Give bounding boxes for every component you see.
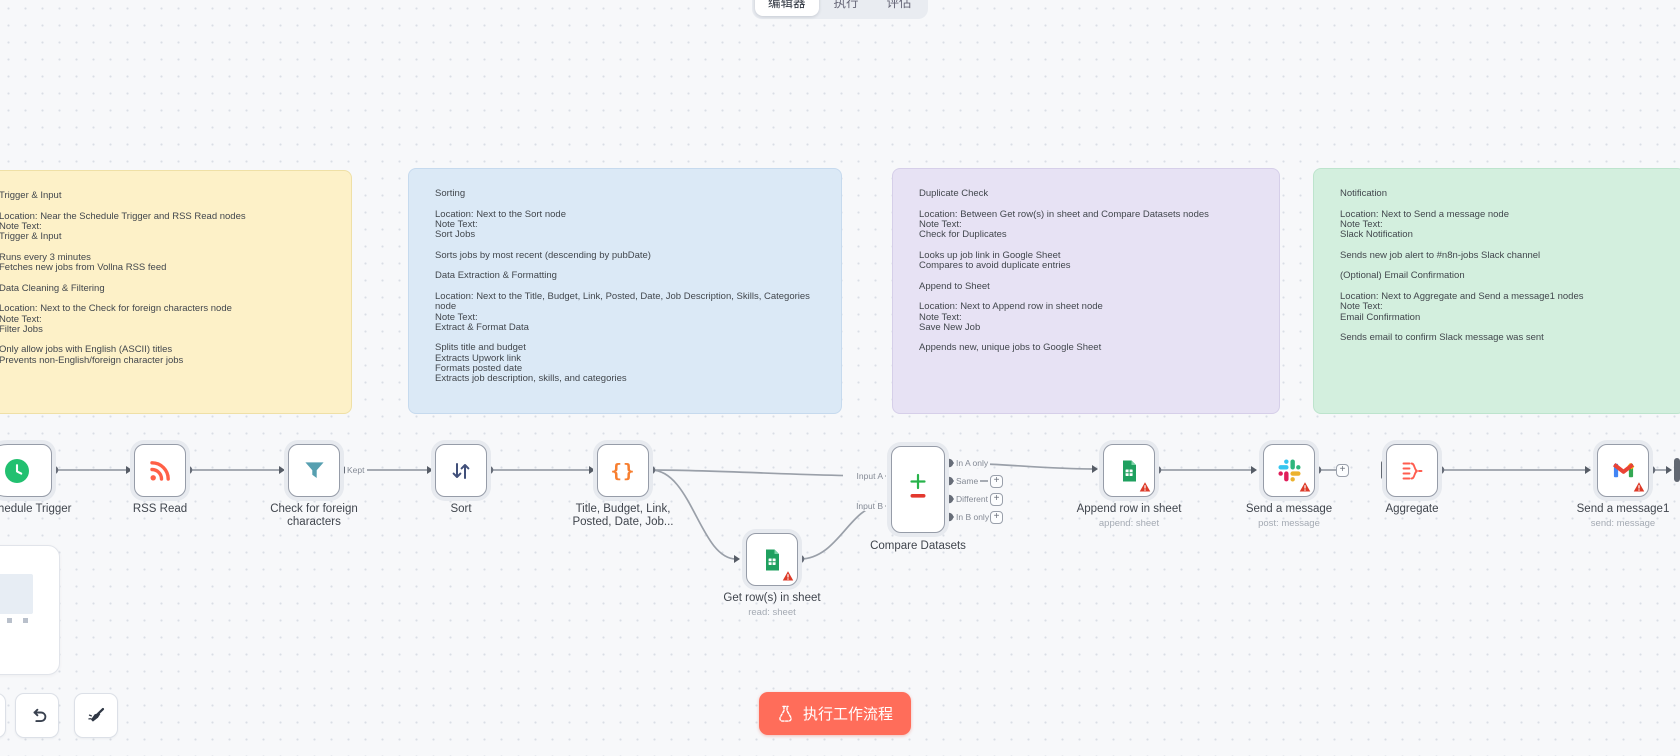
tab-executions[interactable]: 执行 <box>833 0 859 10</box>
add-node-button[interactable]: + <box>990 510 1003 524</box>
warning-icon <box>1299 482 1311 492</box>
port-label-different: Different <box>954 493 990 504</box>
warning-icon <box>1633 482 1645 492</box>
port-label-same: Same <box>954 475 981 486</box>
canvas-minimap[interactable] <box>0 545 60 675</box>
aggregate-icon <box>1402 462 1423 479</box>
port-label-input-b: Input B <box>843 501 885 511</box>
minimap-node-block <box>23 618 28 623</box>
slack-icon <box>1277 459 1301 482</box>
node-label: Sort <box>450 503 472 515</box>
add-node-button[interactable]: + <box>990 492 1003 506</box>
view-tabs: 编辑器 执行 评估 <box>752 0 928 19</box>
node-label: Schedule Trigger <box>0 503 72 515</box>
sticky-note-notification[interactable]: Notification Location: Next to Send a me… <box>1313 168 1680 414</box>
sticky-note-duplicate-check[interactable]: Duplicate Check Location: Between Get ro… <box>892 168 1280 414</box>
google-sheets-icon <box>1123 460 1136 481</box>
node-label: Check for foreign characters <box>270 503 358 528</box>
add-node-button[interactable]: + <box>1336 463 1349 477</box>
undo-icon <box>33 708 46 722</box>
node-label: Title, Budget, Link, Posted, Date, Job..… <box>572 503 674 528</box>
node-compare-datasets[interactable] <box>891 446 945 533</box>
sticky-note-sorting[interactable]: Sorting Location: Next to the Sort node … <box>408 168 842 414</box>
node-label: Aggregate <box>1385 503 1439 515</box>
minimap-node-block <box>7 618 12 623</box>
gmail-icon <box>1612 462 1634 478</box>
node-label: Send a message1 <box>1576 503 1670 515</box>
tab-evaluations[interactable]: 评估 <box>886 0 912 10</box>
sticky-note-trigger-input[interactable]: Trigger & Input Location: Near the Sched… <box>0 170 352 414</box>
node-send-gmail-message[interactable] <box>1597 444 1649 497</box>
filter-icon <box>304 462 324 478</box>
node-label: Append row in sheet <box>1076 503 1182 515</box>
compare-plus-minus-icon <box>910 473 926 498</box>
node-check-foreign-characters[interactable] <box>288 444 340 497</box>
sticky-note-text: Trigger & Input Location: Near the Sched… <box>0 190 246 366</box>
node-label: Compare Datasets <box>870 540 966 552</box>
broom-icon <box>87 707 104 722</box>
node-sublabel: append: sheet <box>1098 518 1160 529</box>
port-label-input-a: Input A <box>843 471 885 481</box>
sticky-note-text: Notification Location: Next to Send a me… <box>1340 188 1584 344</box>
node-sublabel: read: sheet <box>748 607 796 618</box>
canvas-button-partial[interactable] <box>0 693 6 738</box>
port-label-in-a-only: In A only <box>954 457 991 468</box>
warning-icon <box>782 571 794 581</box>
node-label: Get row(s) in sheet <box>723 592 821 604</box>
port-label-kept: Kept <box>345 464 367 475</box>
flask-icon <box>779 705 792 722</box>
warning-icon <box>1139 482 1151 492</box>
rss-icon <box>150 460 170 481</box>
minimap-notes-block <box>0 574 33 614</box>
google-sheets-icon <box>766 549 779 570</box>
sticky-note-text: Duplicate Check Location: Between Get ro… <box>919 188 1209 354</box>
tab-editor[interactable]: 编辑器 <box>755 0 819 16</box>
port-label-in-b-only: In B only <box>954 511 992 522</box>
sticky-note-text: Sorting Location: Next to the Sort node … <box>435 188 810 385</box>
node-send-slack-message[interactable] <box>1263 444 1315 497</box>
add-node-button[interactable]: + <box>990 474 1003 488</box>
node-sublabel: send: message <box>1590 518 1656 529</box>
node-label: Send a message <box>1245 503 1333 515</box>
node-sublabel: post: message <box>1258 518 1320 529</box>
node-extract-format[interactable]: {} <box>597 444 649 497</box>
tidy-up-button[interactable] <box>74 693 118 738</box>
node-aggregate[interactable] <box>1386 444 1438 497</box>
node-get-rows-in-sheet[interactable] <box>746 533 798 586</box>
undo-button[interactable] <box>15 693 59 738</box>
execute-workflow-label: 执行工作流程 <box>803 706 894 723</box>
execute-workflow-button[interactable]: 执行工作流程 <box>759 692 912 735</box>
clock-icon <box>4 458 29 483</box>
node-label: RSS Read <box>132 503 188 515</box>
sort-arrows-icon <box>452 462 470 479</box>
node-schedule-trigger[interactable] <box>0 444 52 497</box>
node-sort[interactable] <box>435 444 487 497</box>
node-append-row-in-sheet[interactable] <box>1103 444 1155 497</box>
node-rss-read[interactable] <box>134 444 186 497</box>
code-braces-icon: {} <box>610 459 636 482</box>
